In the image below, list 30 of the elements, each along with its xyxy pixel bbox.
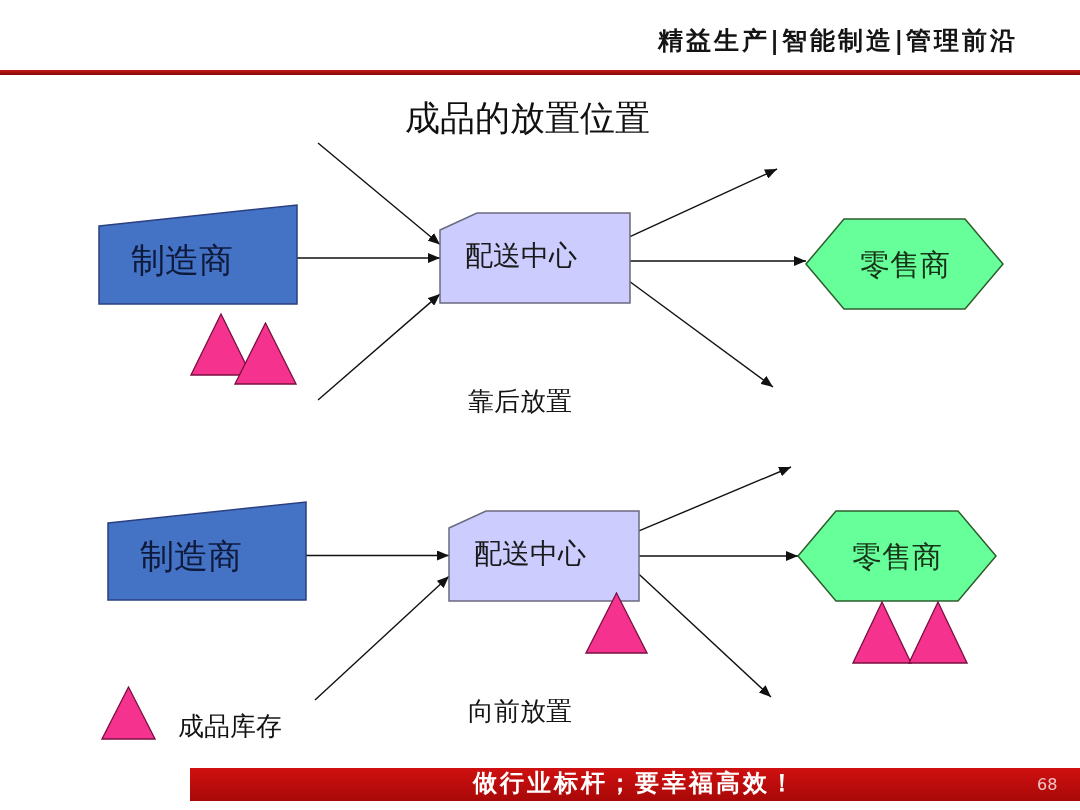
trapezoid-node	[108, 502, 306, 600]
footer-slogan: 做行业标杆；要幸福高效！	[473, 770, 797, 798]
node-label: 制造商	[131, 241, 233, 280]
hexagon-node	[798, 511, 996, 601]
node-label: 零售商	[852, 539, 942, 573]
node-label: 配送中心	[474, 538, 586, 570]
header-tagline: 精益生产|智能制造|管理前沿	[658, 27, 1019, 56]
arrow	[629, 168, 778, 238]
page-number: 68	[1037, 776, 1058, 795]
trapezoid-node	[99, 205, 297, 304]
snipped-corner-node	[440, 213, 630, 303]
arrow	[317, 293, 441, 401]
legend-label: 成品库存	[178, 712, 282, 742]
section-label: 向前放置	[468, 697, 572, 727]
snipped-corner-node	[449, 511, 639, 601]
node-label: 零售商	[859, 247, 950, 281]
arrow	[629, 281, 774, 388]
hexagon-node	[806, 219, 1003, 309]
arrow	[638, 551, 799, 561]
arrow	[314, 575, 450, 701]
title: 成品的放置位置	[404, 98, 650, 139]
arrow	[629, 256, 807, 266]
arrow	[638, 466, 792, 532]
arrow	[305, 550, 450, 561]
node-label: 制造商	[140, 538, 242, 576]
arrow	[638, 573, 772, 698]
node-label: 配送中心	[465, 240, 577, 272]
arrow	[317, 142, 441, 246]
section-label: 靠后放置	[468, 387, 572, 417]
arrow	[296, 253, 441, 263]
